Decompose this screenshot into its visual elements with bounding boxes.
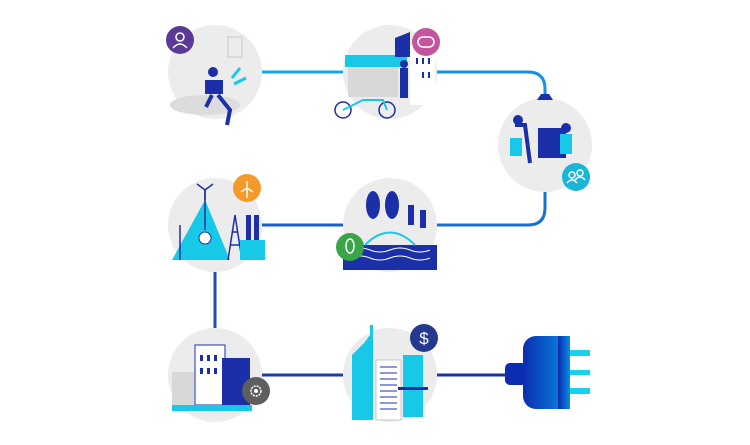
node-nature: [336, 178, 437, 272]
node-energy-production: [168, 174, 265, 272]
node-office: [498, 94, 592, 192]
connector-lines: [213, 70, 547, 377]
user-icon: [166, 26, 194, 54]
node-finance: $: [343, 324, 438, 422]
coins-icon: [412, 28, 440, 56]
connector-2-3: [437, 70, 547, 100]
wind-turbine-icon: [233, 174, 261, 202]
power-plug-icon: [505, 336, 590, 409]
leaf-icon: [336, 233, 364, 261]
dollar-symbol: $: [419, 329, 429, 348]
node-home-user: [166, 25, 262, 126]
connector-3-5: [437, 192, 547, 227]
node-community: [334, 25, 440, 119]
dollar-badge: $: [410, 324, 438, 352]
team-icon: [562, 163, 590, 191]
settings-icon: [242, 377, 270, 405]
node-city-buildings: [168, 328, 270, 422]
